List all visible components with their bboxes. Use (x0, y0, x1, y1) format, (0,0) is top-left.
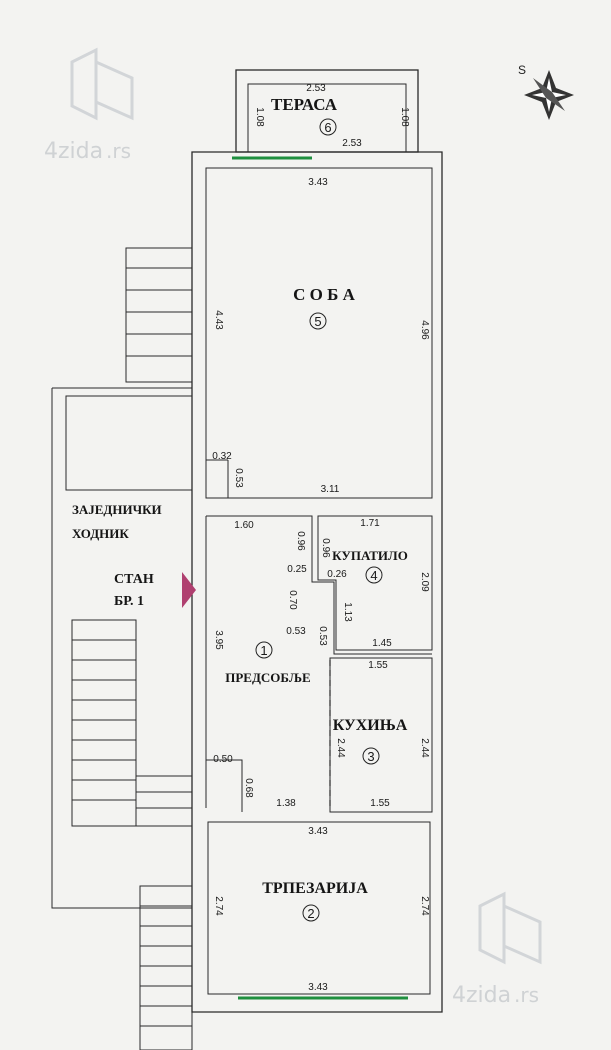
room-number-circle (302, 904, 320, 922)
dim-kuhinja-right: 2.44 (419, 738, 430, 758)
dim-kuhinja-top: 1.55 (368, 660, 388, 671)
room-number-circle (255, 641, 273, 659)
corridor-label-line1: ЗАЈЕДНИЧКИ (72, 502, 162, 517)
building-outline (182, 69, 443, 1013)
dim-trpezarija-right: 2.74 (419, 896, 430, 916)
room-number-soba: 5 (314, 314, 321, 329)
dim-soba-notch-width: 0.32 (212, 451, 232, 462)
apartment-label-line1: СТАН (114, 572, 154, 587)
dim-kupatilo-top: 1.71 (360, 518, 380, 529)
dim-trpezarija-left: 2.74 (213, 896, 224, 916)
room-name-kupatilo: КУПАТИЛО (332, 548, 408, 563)
room-name-predsoblje: ПРЕДСОБЉЕ (225, 670, 310, 685)
dim-predsoblje-step2: 0.53 (286, 626, 306, 637)
room-number-circle (365, 566, 383, 584)
dim-kuhinja-bottom: 1.55 (370, 798, 390, 809)
dim-trpezarija-bottom: 3.43 (308, 982, 328, 993)
room-name-soba: С О Б А (293, 285, 355, 304)
dim-predsoblje-wall3: 0.53 (317, 626, 328, 646)
room-name-terasa: ТЕРАСА (271, 95, 338, 114)
dim-predsoblje-wall2: 0.70 (287, 590, 298, 610)
dim-kupatilo-left: 1.13 (342, 602, 353, 622)
room-number-terasa: 6 (324, 120, 331, 135)
dim-predsoblje-left: 3.95 (213, 630, 224, 650)
dim-soba-bottom: 3.11 (321, 484, 340, 495)
dim-predsoblje-notch-height: 0.68 (243, 778, 254, 798)
dim-predsoblje-top: 1.60 (234, 520, 254, 531)
apartment-label-line2: БР. 1 (114, 594, 144, 609)
watermark-suffix: .rs (106, 139, 131, 163)
dim-predsoblje-wall1: 0.96 (295, 531, 306, 551)
dim-kupatilo-bottom: 1.45 (372, 638, 392, 649)
dim-kuhinja-left: 2.44 (335, 738, 346, 758)
stairwell (51, 247, 193, 1050)
dim-predsoblje-bottom: 1.38 (276, 798, 296, 809)
room-number-kuhinja: 3 (367, 749, 374, 764)
dim-terasa-bottom: 2.53 (342, 138, 362, 149)
dim-soba-top: 3.43 (308, 177, 328, 188)
watermark-suffix-2: .rs (514, 983, 539, 1007)
watermark-logo-icon-2 (478, 891, 542, 965)
dim-kupatilo-right: 2.09 (419, 572, 430, 592)
dim-predsoblje-step1: 0.25 (287, 564, 307, 575)
dim-terasa-left: 1.08 (254, 107, 265, 127)
room-number-trpezarija: 2 (307, 906, 314, 921)
watermark-brand-2: 4zida (452, 983, 511, 1008)
room-name-kuhinja: КУХИЊА (333, 717, 408, 734)
dim-soba-notch-height: 0.53 (233, 468, 244, 488)
dim-soba-right: 4.96 (419, 320, 430, 340)
dim-terasa-right: 1.08 (399, 107, 410, 127)
room-number-circle (309, 312, 327, 330)
watermark-bottom-right: 4zida .rs (452, 891, 542, 1008)
corridor-label-line2: ХОДНИК (72, 526, 129, 541)
compass-letter: S (518, 63, 526, 77)
room-name-trpezarija: ТРПЕЗАРИЈА (262, 880, 368, 897)
dim-kupatilo-step: 0.26 (327, 569, 347, 580)
room-number-predsoblje: 1 (260, 643, 267, 658)
dim-predsoblje-notch-width: 0.50 (213, 754, 233, 765)
watermark-logo-icon (70, 47, 134, 121)
compass-icon: S (518, 63, 574, 120)
dim-kupatilo-wall: 0.96 (320, 538, 331, 558)
watermark-top-left: 4zida .rs (44, 47, 134, 164)
room-number-circle (319, 118, 337, 136)
dim-terasa-top: 2.53 (306, 83, 326, 94)
room-number-circle (362, 747, 380, 765)
watermark-brand: 4zida (44, 139, 103, 164)
dim-soba-left: 4.43 (213, 310, 224, 330)
dim-trpezarija-top: 3.43 (308, 826, 328, 837)
entrance-arrow-icon (182, 572, 196, 608)
room-number-kupatilo: 4 (370, 568, 377, 583)
